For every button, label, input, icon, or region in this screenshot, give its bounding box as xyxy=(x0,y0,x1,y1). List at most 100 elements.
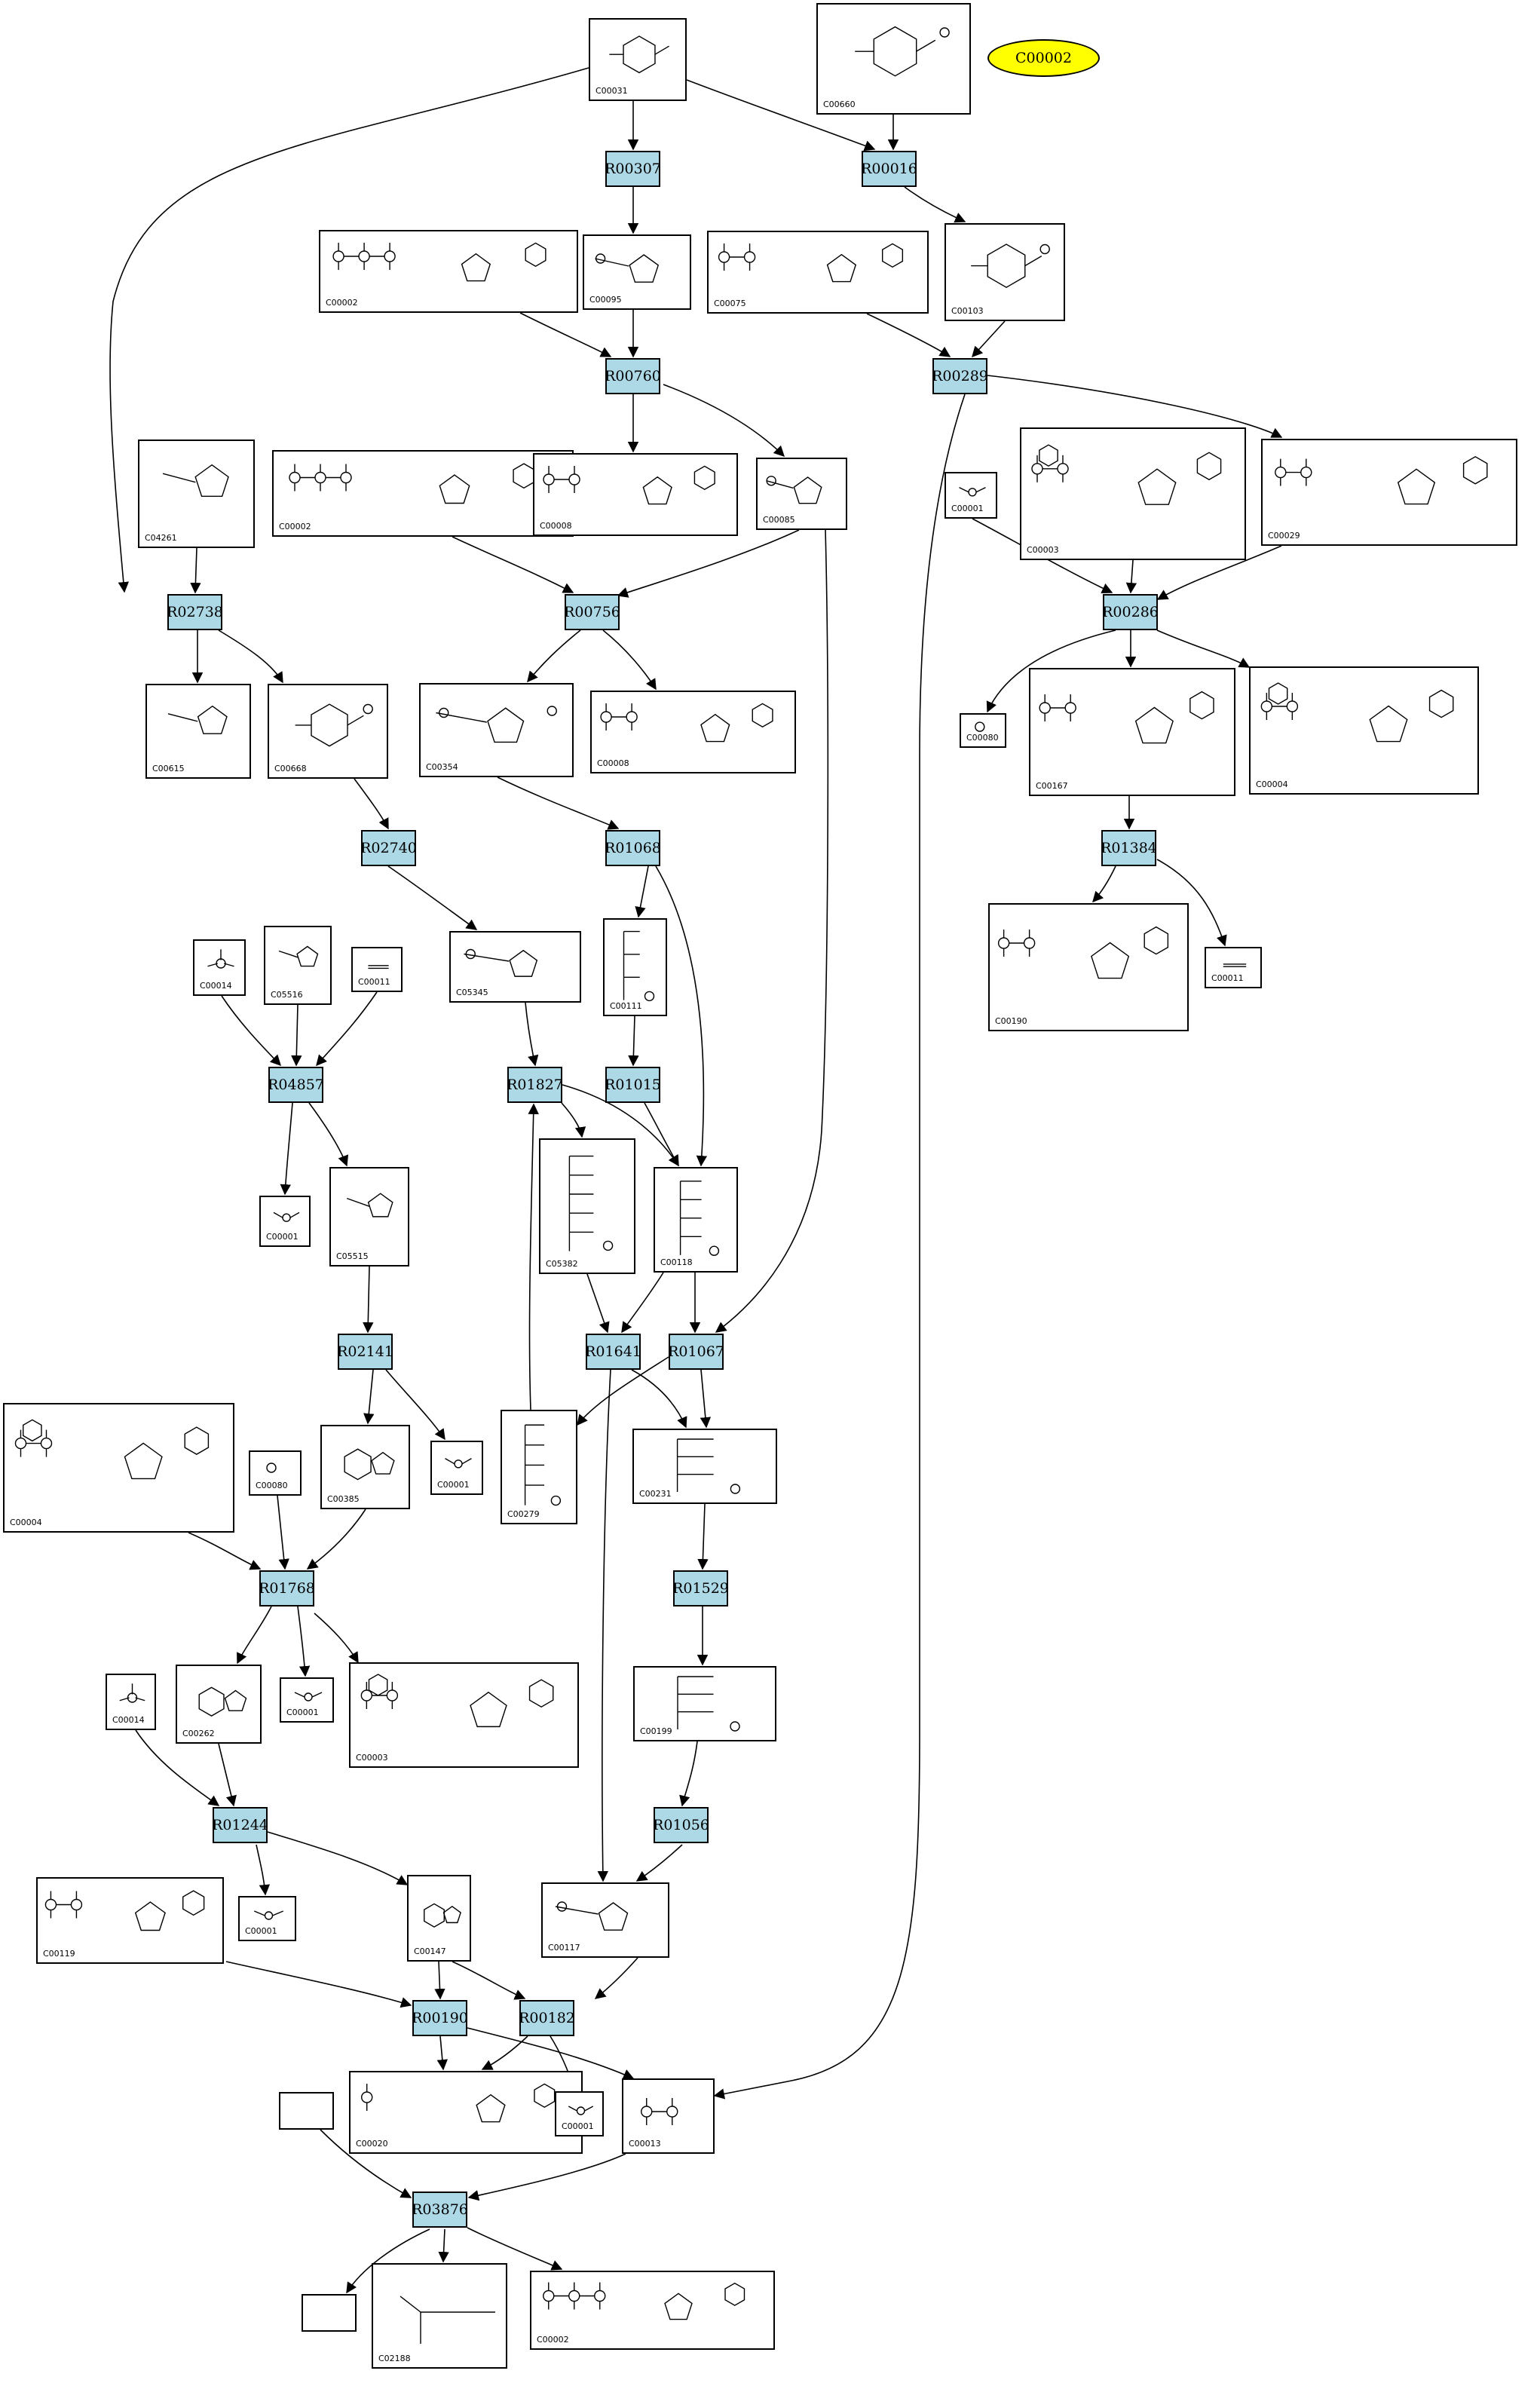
water-icon xyxy=(445,1457,472,1469)
compound-c05515-box[interactable]: C05515 xyxy=(329,1167,409,1267)
compound-c00111-box[interactable]: C00111 xyxy=(603,918,667,1016)
compound-c00660-box[interactable]: C00660 xyxy=(816,3,971,115)
compound-c00014-box[interactable]: C00014 xyxy=(193,939,246,996)
edge-54 xyxy=(577,1356,669,1426)
highlight-compound-c00002[interactable]: C00002 xyxy=(987,39,1100,77)
reaction-r01384-button[interactable]: R01384 xyxy=(1101,830,1157,866)
reaction-r00289-button[interactable]: R00289 xyxy=(932,358,988,394)
edge-41 xyxy=(308,1102,349,1167)
compound-c00001-box[interactable]: C00001 xyxy=(945,472,997,519)
compound-c00008-box[interactable]: C00008 xyxy=(590,691,796,773)
compound-c00003-box[interactable]: C00003 xyxy=(349,1662,579,1768)
reaction-r03876-button[interactable]: R03876 xyxy=(412,2192,468,2228)
compound-c00001-box[interactable]: C00001 xyxy=(430,1441,483,1495)
compound-c00014-box[interactable]: C00014 xyxy=(106,1674,156,1730)
compound-c02188-box[interactable]: C02188 xyxy=(372,2263,507,2369)
compound-c00385-box[interactable]: C00385 xyxy=(320,1425,410,1509)
reaction-r02141-button[interactable]: R02141 xyxy=(337,1334,393,1370)
reaction-r02740-button[interactable]: R02740 xyxy=(360,830,417,866)
reaction-r01056-button[interactable]: R01056 xyxy=(653,1807,709,1843)
compound-c00231-box[interactable]: C00231 xyxy=(632,1429,777,1504)
reaction-r02738-button[interactable]: R02738 xyxy=(167,594,223,630)
compound-c00199-box[interactable]: C00199 xyxy=(633,1666,776,1741)
compound-code: C00001 xyxy=(286,1708,319,1717)
reaction-r00756-button[interactable]: R00756 xyxy=(564,594,620,630)
compound-code: C00147 xyxy=(414,1946,446,1956)
reaction-r00307-button[interactable]: R00307 xyxy=(605,151,661,187)
compound-c00001-box[interactable]: C00001 xyxy=(238,1896,296,1941)
compound-c00029-box[interactable]: C00029 xyxy=(1261,439,1517,546)
compound-c00004-box[interactable]: C00004 xyxy=(1249,666,1479,795)
edge-76 xyxy=(481,2035,528,2070)
compound-c00001-box[interactable]: C00001 xyxy=(280,1677,334,1723)
furanose-phosphate-icon xyxy=(464,948,538,977)
reaction-r00760-button[interactable]: R00760 xyxy=(605,358,661,394)
compound-c00080-box[interactable]: C00080 xyxy=(960,713,1006,748)
reaction-r01641-button[interactable]: R01641 xyxy=(585,1334,641,1370)
empty-icon xyxy=(303,2296,357,2332)
nad-icon xyxy=(360,1674,554,1728)
compound-c05516-box[interactable]: C05516 xyxy=(264,926,332,1005)
compound-unlabeled-box[interactable] xyxy=(302,2294,357,2332)
compound-c05382-box[interactable]: C05382 xyxy=(539,1138,635,1274)
edge-65 xyxy=(297,1606,311,1677)
compound-unlabeled-box[interactable] xyxy=(279,2092,334,2130)
compound-c00080-box[interactable]: C00080 xyxy=(249,1450,302,1496)
compound-c00020-box[interactable]: C00020 xyxy=(349,2071,583,2154)
compound-c00190-box[interactable]: C00190 xyxy=(988,903,1189,1031)
compound-c00668-box[interactable]: C00668 xyxy=(268,684,388,779)
reaction-r01015-button[interactable]: R01015 xyxy=(605,1067,661,1103)
compound-code: C00075 xyxy=(714,299,746,308)
reaction-r01067-button[interactable]: R01067 xyxy=(668,1334,724,1370)
compound-c00003-box[interactable]: C00003 xyxy=(1020,427,1246,560)
edge-39 xyxy=(628,1015,639,1067)
atp-icon xyxy=(543,2282,746,2320)
water-icon xyxy=(568,2106,594,2115)
compound-c00004-box[interactable]: C00004 xyxy=(3,1403,234,1533)
reaction-r01244-button[interactable]: R01244 xyxy=(212,1807,268,1843)
reaction-r04857-button[interactable]: R04857 xyxy=(268,1067,324,1103)
reaction-r00182-button[interactable]: R00182 xyxy=(519,2000,575,2036)
compound-c00103-box[interactable]: C00103 xyxy=(945,223,1065,321)
compound-c00011-box[interactable]: C00011 xyxy=(351,947,403,992)
edge-46 xyxy=(363,1266,374,1334)
pyrophosphate-icon xyxy=(641,2098,678,2125)
compound-c00167-box[interactable]: C00167 xyxy=(1029,668,1235,796)
compound-code: C00011 xyxy=(358,977,390,987)
reaction-r01529-button[interactable]: R01529 xyxy=(672,1570,729,1606)
compound-c00262-box[interactable]: C00262 xyxy=(176,1665,262,1744)
compound-c00001-box[interactable]: C00001 xyxy=(259,1196,311,1247)
reaction-r00286-button[interactable]: R00286 xyxy=(1102,594,1159,630)
compound-c00279-box[interactable]: C00279 xyxy=(501,1410,577,1524)
compound-c00002-box[interactable]: C00002 xyxy=(272,450,574,537)
compound-c00119-box[interactable]: C00119 xyxy=(36,1877,224,1964)
furanose-icon xyxy=(595,253,660,283)
compound-c00085-box[interactable]: C00085 xyxy=(756,458,847,530)
compound-c04261-box[interactable]: C04261 xyxy=(138,440,255,548)
reaction-r01827-button[interactable]: R01827 xyxy=(507,1067,563,1103)
compound-c00095-box[interactable]: C00095 xyxy=(583,234,691,310)
compound-c00008-box[interactable]: C00008 xyxy=(533,453,738,536)
compound-c00001-box[interactable]: C00001 xyxy=(555,2091,604,2136)
compound-c00013-box[interactable]: C00013 xyxy=(622,2078,715,2154)
compound-code: C00001 xyxy=(951,504,984,513)
compound-c00147-box[interactable]: C00147 xyxy=(407,1875,471,1962)
reaction-r00016-button[interactable]: R00016 xyxy=(861,151,917,187)
reaction-r01768-button[interactable]: R01768 xyxy=(259,1570,315,1606)
compound-c00615-box[interactable]: C00615 xyxy=(145,684,251,779)
compound-c00075-box[interactable]: C00075 xyxy=(707,231,929,314)
compound-c00011-box[interactable]: C00011 xyxy=(1205,947,1262,988)
compound-c00002-box[interactable]: C00002 xyxy=(530,2271,775,2350)
edge-47 xyxy=(586,1273,610,1334)
reaction-r01068-button[interactable]: R01068 xyxy=(605,830,661,866)
compound-c00031-box[interactable]: C00031 xyxy=(589,18,687,101)
compound-c00117-box[interactable]: C00117 xyxy=(541,1882,669,1958)
edge-36 xyxy=(291,1004,302,1067)
reaction-r00190-button[interactable]: R00190 xyxy=(412,2000,468,2036)
compound-code: C00167 xyxy=(1036,781,1068,791)
compound-c00354-box[interactable]: C00354 xyxy=(419,683,574,777)
compound-c00118-box[interactable]: C00118 xyxy=(654,1167,738,1273)
compound-c05345-box[interactable]: C05345 xyxy=(449,931,581,1003)
compound-c00002-box[interactable]: C00002 xyxy=(319,230,578,313)
